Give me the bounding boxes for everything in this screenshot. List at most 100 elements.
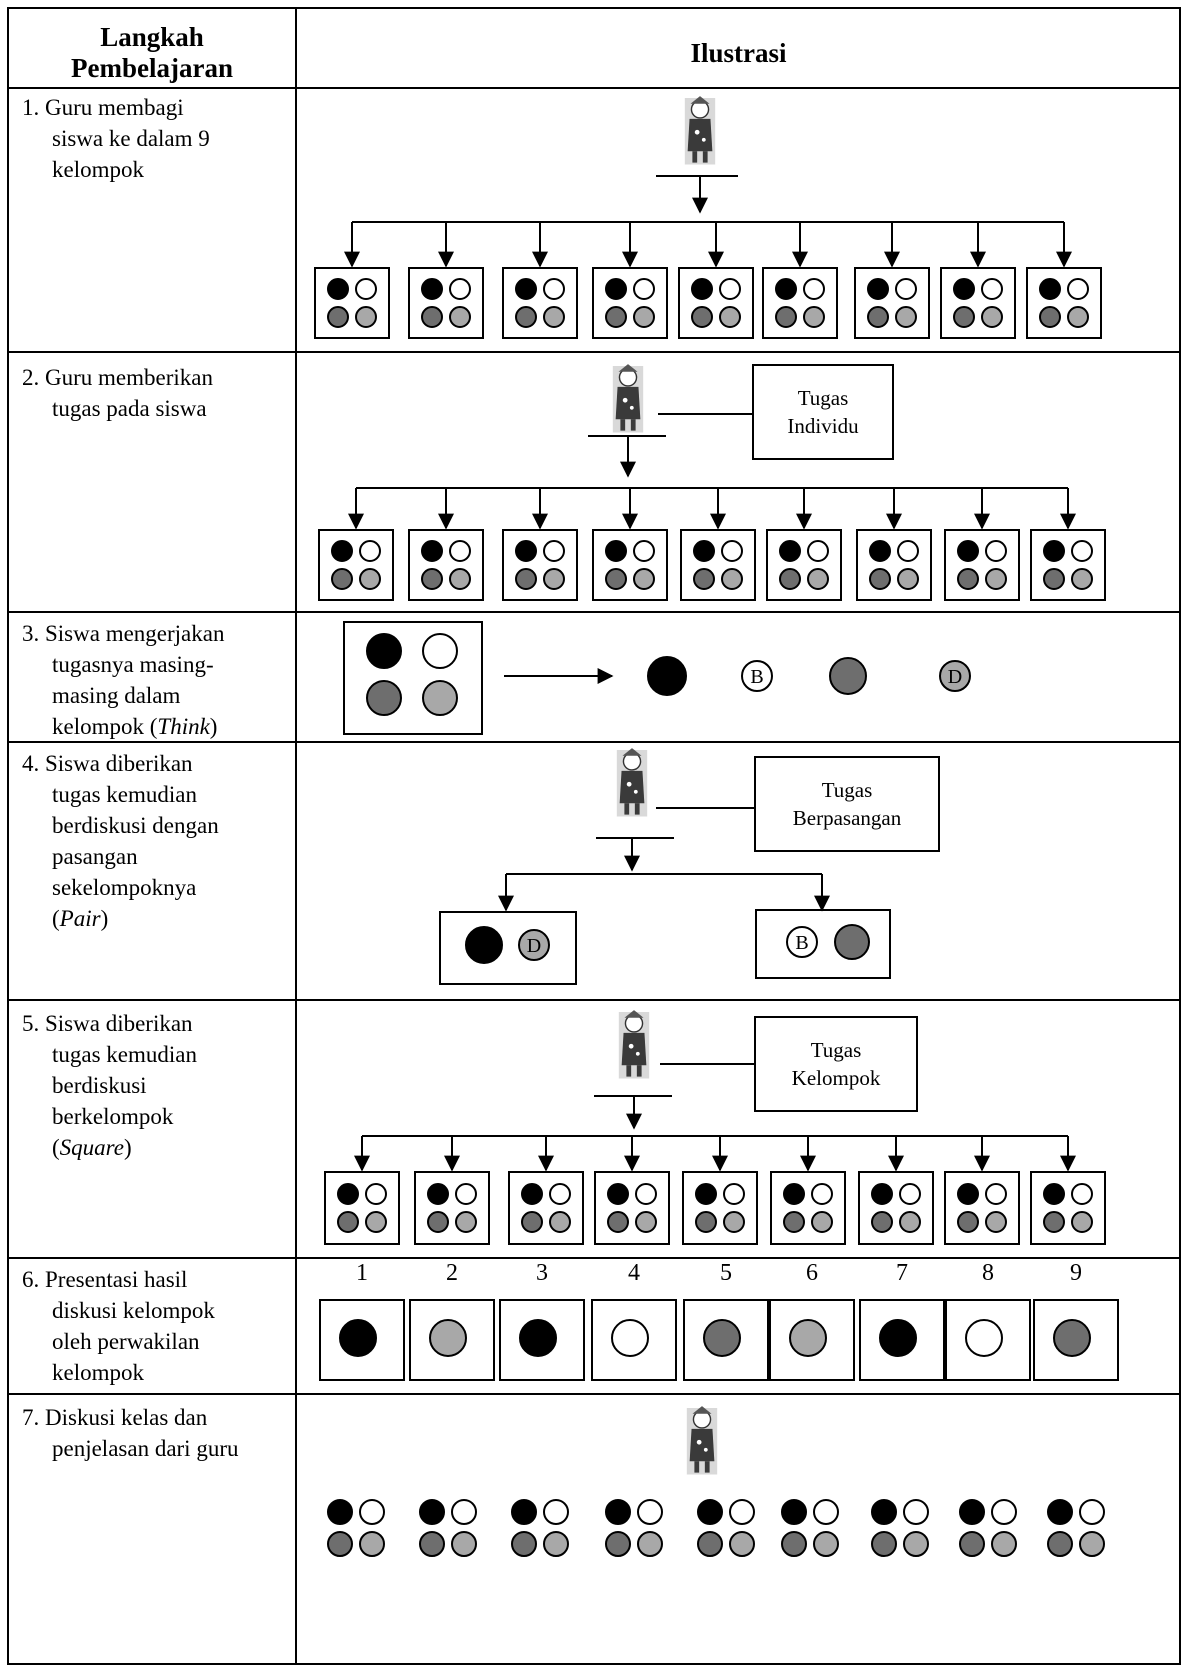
presenter-box (409, 1299, 495, 1381)
student-dot (427, 1211, 449, 1233)
student-dot (1067, 306, 1089, 328)
group-box (940, 267, 1016, 339)
presenter-box (319, 1299, 405, 1381)
pair-box-1 (439, 911, 577, 985)
group-box (502, 529, 578, 601)
student-dot (549, 1183, 571, 1205)
student-dot (422, 680, 458, 716)
group-number: 2 (446, 1260, 458, 1286)
student-dot (957, 540, 979, 562)
group-number: 7 (896, 1260, 908, 1286)
student-dot (359, 1499, 385, 1525)
student-dot (1071, 568, 1093, 590)
step-6-text: 6. Presentasi hasil diskusi kelompok ole… (22, 1267, 215, 1385)
student-dot (781, 1531, 807, 1557)
group-number: 6 (806, 1260, 818, 1286)
student-dot (633, 306, 655, 328)
group-number: 5 (720, 1260, 732, 1286)
header-langkah: Langkah Pembelajaran (71, 22, 233, 83)
teacher-icon (686, 1406, 718, 1475)
student-dot (811, 1211, 833, 1233)
group-box (680, 529, 756, 601)
table-border (7, 7, 1181, 1665)
student-dot (422, 633, 458, 669)
student-dot (521, 1211, 543, 1233)
presenter-dot (965, 1319, 1003, 1357)
student-dot (985, 1211, 1007, 1233)
student-dot (327, 306, 349, 328)
student-dot (803, 306, 825, 328)
step-7-text: 7. Diskusi kelas dan penjelasan dari gur… (22, 1405, 239, 1461)
student-dot (449, 568, 471, 590)
student-dot (723, 1183, 745, 1205)
student-b (741, 660, 773, 692)
group-number: 1 (356, 1260, 368, 1286)
student-dot (451, 1499, 477, 1525)
student-dot (543, 278, 565, 300)
student-dot (543, 1499, 569, 1525)
group-box (678, 267, 754, 339)
student-c (834, 924, 870, 960)
student-dot (813, 1499, 839, 1525)
student-dot (515, 306, 537, 328)
student-dot (867, 278, 889, 300)
student-dot (719, 278, 741, 300)
group-box (592, 529, 668, 601)
group-box (1030, 529, 1106, 601)
student-dot (779, 568, 801, 590)
student-d-label: D (948, 666, 962, 688)
group-box (682, 1171, 758, 1245)
student-dot (359, 568, 381, 590)
student-dot (991, 1499, 1017, 1525)
student-dot (511, 1531, 537, 1557)
student-dot (327, 1531, 353, 1557)
student-dot (359, 1531, 385, 1557)
group-box (508, 1171, 584, 1245)
group-box (318, 529, 394, 601)
step-4-text: 4. Siswa diberikan tugas kemudian berdis… (22, 751, 219, 931)
group-box (858, 1171, 934, 1245)
group-box (762, 267, 838, 339)
student-dot (697, 1531, 723, 1557)
group-box (502, 267, 578, 339)
group-number: 9 (1070, 1260, 1082, 1286)
student-dot (869, 568, 891, 590)
student-dot (449, 278, 471, 300)
student-dot (515, 540, 537, 562)
student-dot (697, 1499, 723, 1525)
student-dot (1039, 278, 1061, 300)
student-dot (779, 540, 801, 562)
student-dot (871, 1531, 897, 1557)
student-dot (985, 540, 1007, 562)
student-dot (723, 1211, 745, 1233)
student-dot (957, 568, 979, 590)
student-dot (421, 568, 443, 590)
group-box (324, 1171, 400, 1245)
student-dot (959, 1531, 985, 1557)
student-dot (781, 1499, 807, 1525)
student-dot (637, 1499, 663, 1525)
student-dot (895, 278, 917, 300)
student-dot (337, 1183, 359, 1205)
student-dot (421, 540, 443, 562)
presenter-dot (611, 1319, 649, 1357)
student-dot (729, 1499, 755, 1525)
student-dot (635, 1211, 657, 1233)
student-dot (721, 540, 743, 562)
presenter-dot (703, 1319, 741, 1357)
student-dot (871, 1183, 893, 1205)
pair-box-2 (755, 909, 891, 979)
student-dot (959, 1499, 985, 1525)
group-box-large (343, 621, 483, 735)
student-dot (1047, 1531, 1073, 1557)
student-dot (813, 1531, 839, 1557)
group-box (1030, 1171, 1106, 1245)
student-dot (871, 1499, 897, 1525)
presenter-dot (879, 1319, 917, 1357)
student-dot (807, 568, 829, 590)
student-dot (1067, 278, 1089, 300)
